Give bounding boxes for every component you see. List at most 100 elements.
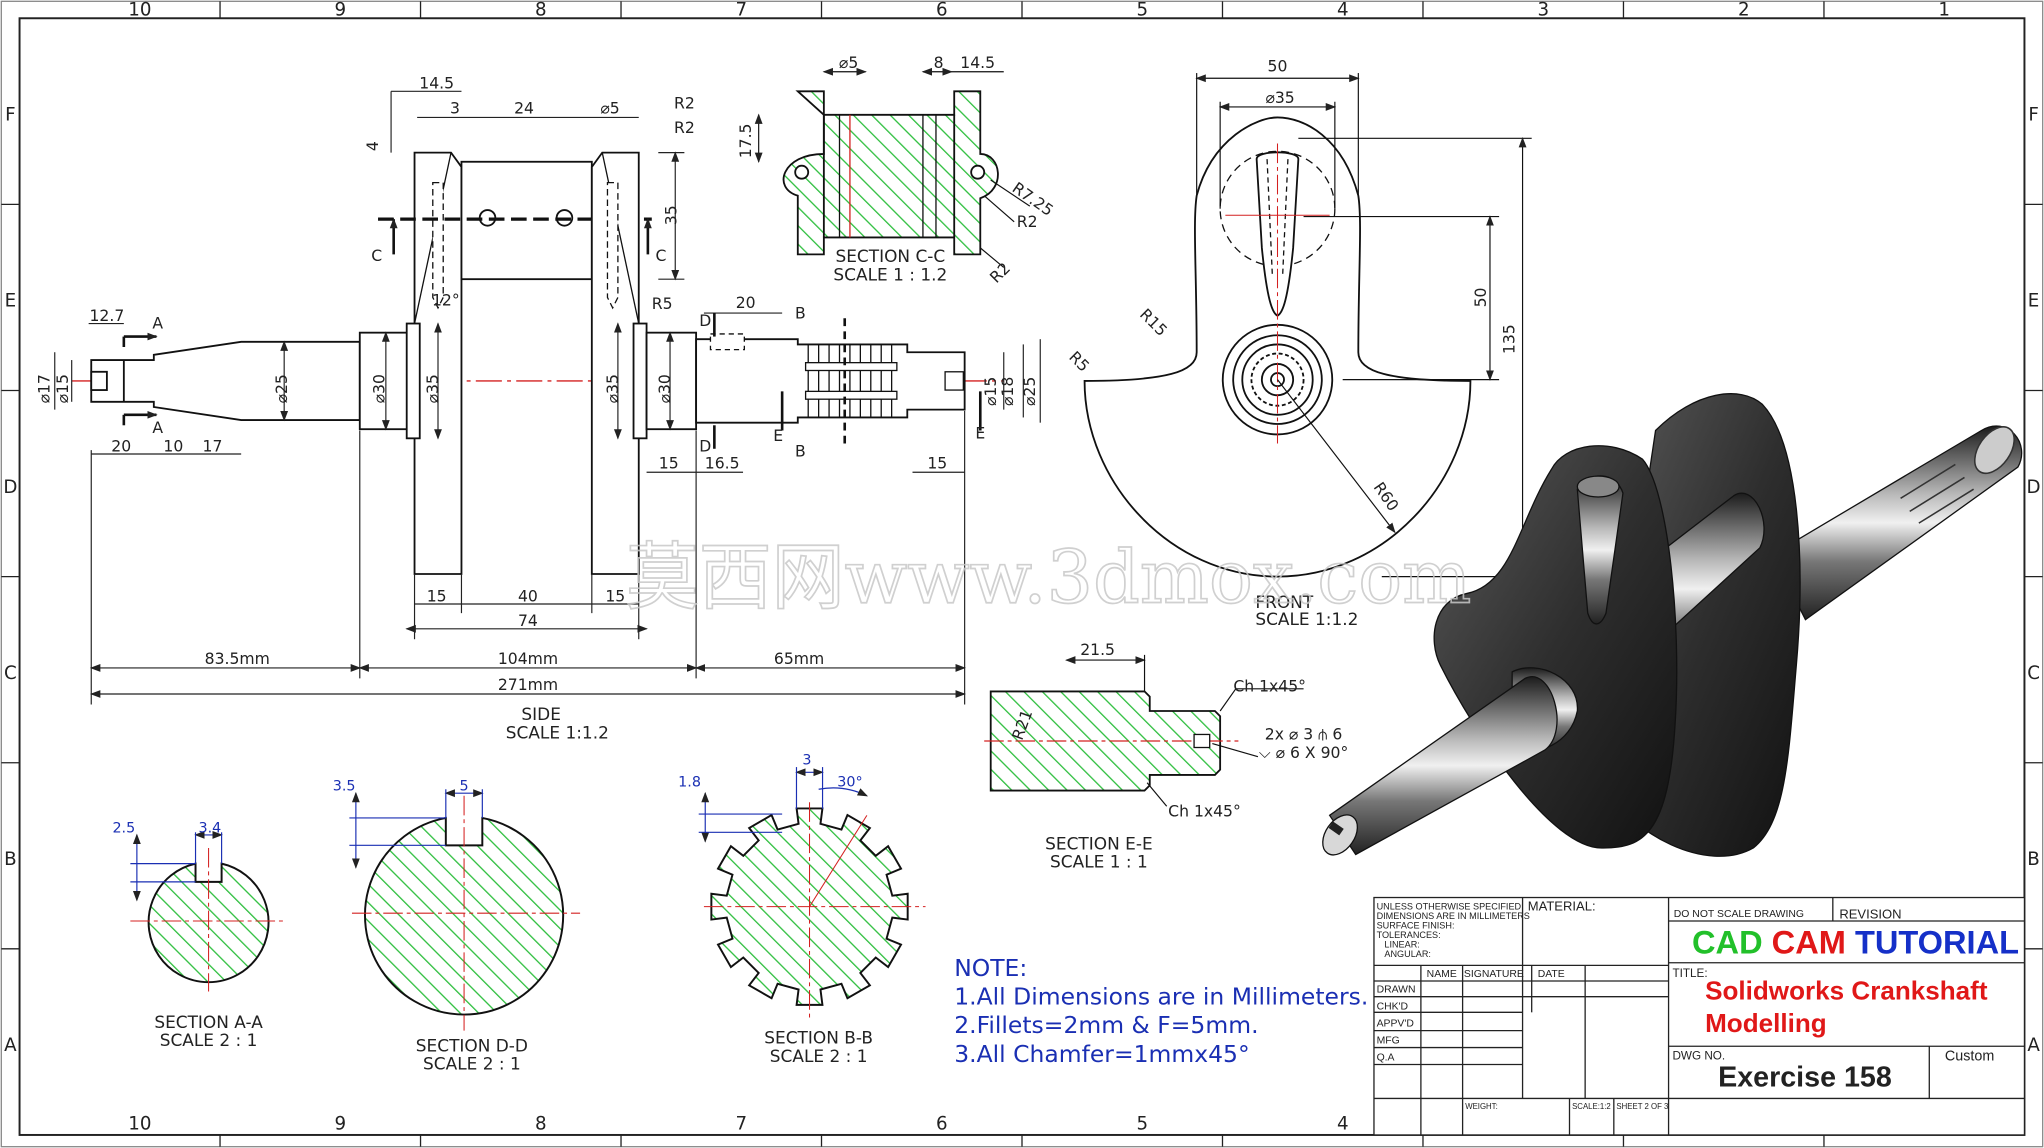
title-block [1373, 896, 2026, 1136]
dimension-label: C [371, 246, 382, 265]
dimension-label: 40 [518, 586, 538, 605]
zone-column-label: 7 [736, 1114, 748, 1135]
zone-column-label: 10 [128, 0, 151, 21]
dimension-label: ⌀25 [1020, 377, 1039, 406]
dimension-label: 12.7 [90, 306, 125, 325]
dimension-label: D [699, 311, 711, 330]
tb-do-not-scale: DO NOT SCALE DRAWING [1674, 909, 1804, 920]
tb-col-label: NAME [1427, 969, 1457, 980]
zone-column-label: 9 [335, 0, 347, 21]
dimension-label: 50 [1471, 287, 1490, 307]
dimension-label: 17.5 [736, 123, 755, 158]
dimension-label: E [773, 426, 783, 445]
zone-column-label: 6 [936, 1114, 948, 1135]
dimension-label: 12° [432, 290, 460, 309]
dimension-label: ⌀25 [272, 374, 291, 403]
crankshaft-3d-render [1322, 393, 2023, 857]
zone-column-label: 1 [1938, 0, 1950, 21]
tb-title-line: Modelling [1705, 1008, 1827, 1038]
dimension-label: 50 [1268, 57, 1288, 76]
dimension-label: 15 [659, 453, 679, 472]
dimension-label: 3.4 [198, 820, 221, 836]
dimension-label: R15 [1136, 305, 1171, 340]
tb-spec-line: ANGULAR: [1384, 949, 1431, 959]
zone-column-label: 8 [535, 0, 547, 21]
dimension-label: ⌀17 [35, 374, 54, 403]
dimension-label: 17 [203, 436, 223, 455]
zone-column-label: 2 [1738, 0, 1750, 21]
tb-brand-word: CAD [1692, 924, 1763, 961]
dimension-label: R2 [674, 93, 695, 112]
notes-title: NOTE: [954, 954, 1027, 982]
section-d-d [349, 789, 581, 1031]
dimension-label: 65mm [774, 649, 824, 668]
view-scale: SCALE 2 : 1 [160, 1030, 258, 1050]
dimension-label: 3.5 [333, 779, 356, 795]
zone-column-label: 10 [128, 1114, 151, 1135]
tb-brand-word: CAM [1763, 924, 1846, 961]
dimension-label: B [795, 303, 806, 322]
dimension-label: ⌀15 [53, 374, 72, 403]
dimension-label: 20 [736, 293, 756, 312]
note-line: 2.Fillets=2mm & F=5mm. [954, 1011, 1258, 1039]
dimension-label: C [655, 246, 666, 265]
dimension-label: ⌀35 [1265, 88, 1294, 107]
view-scale: SCALE 2 : 1 [423, 1054, 521, 1074]
view-title: SECTION C-C [835, 246, 945, 266]
dimension-label: 16.5 [705, 453, 740, 472]
dimension-label: 83.5mm [205, 649, 270, 668]
view-scale: SCALE 2 : 1 [770, 1046, 868, 1066]
tb-dwg-no: Exercise 158 [1718, 1062, 1892, 1094]
dimension-label: Ch 1x45° [1233, 676, 1306, 695]
zone-column-label: 4 [1337, 1114, 1349, 1135]
tb-weight: WEIGHT: [1465, 1102, 1498, 1111]
tb-row-label: CHK'D [1377, 1002, 1409, 1013]
note-line: 3.All Chamfer=1mmx45° [954, 1040, 1249, 1068]
dimension-label: ⌀35 [423, 374, 442, 403]
zone-column-label: 4 [1337, 0, 1349, 21]
tb-title-line: Solidworks Crankshaft [1705, 975, 1988, 1005]
tb-scale: SCALE:1:2 [1572, 1102, 1611, 1111]
section-b-b [698, 767, 926, 1018]
dimension-label: E [975, 423, 985, 442]
dimension-label: 15 [427, 586, 447, 605]
tb-spec-line: TOLERANCES: [1377, 930, 1441, 940]
tb-material-label: MATERIAL: [1528, 899, 1596, 914]
zone-row-label: C [4, 663, 17, 684]
dimension-label: R2 [674, 118, 695, 137]
view-scale: SCALE 1 : 1.2 [833, 264, 947, 284]
notes-block: NOTE: 1.All Dimensions are in Millimeter… [954, 954, 1368, 1068]
zone-row-label: F [2028, 105, 2038, 126]
dimension-label: 2x ⌀ 3 ⫛ 6 [1265, 725, 1343, 744]
tb-dwg-no-label: DWG NO. [1672, 1049, 1725, 1062]
dimension-label: 21.5 [1080, 640, 1115, 659]
dimension-label: ⌀35 [603, 374, 622, 403]
dimension-label: D [699, 436, 711, 455]
tb-spec-line: LINEAR: [1384, 939, 1419, 949]
tb-brand-word: TUTORIAL [1846, 924, 2019, 961]
dimension-label: 3 [802, 752, 811, 768]
zone-column-label: 3 [1537, 0, 1549, 21]
dimension-label: ⌀30 [370, 374, 389, 403]
tb-row-label: MFG [1377, 1036, 1400, 1047]
zone-row-label: A [2027, 1035, 2040, 1056]
view-scale: SCALE 1:1.2 [1255, 609, 1358, 629]
dimension-label: A [152, 418, 163, 437]
dimension-label: ⌀18 [998, 377, 1017, 406]
dimension-label: B [795, 442, 806, 461]
dimension-label: 3 [450, 98, 460, 117]
dimension-label: A [152, 314, 163, 333]
zone-row-label: E [2028, 291, 2040, 312]
dimension-label: 30° [837, 775, 862, 791]
dimension-label: 10 [163, 436, 183, 455]
zone-row-label: B [2027, 849, 2040, 870]
zone-column-label: 5 [1136, 0, 1148, 21]
view-title: FRONT [1255, 592, 1313, 612]
dimension-label: ⌀15 [981, 377, 1000, 406]
zone-row-label: E [5, 291, 17, 312]
dimension-label: 8 [934, 53, 944, 72]
tb-col-label: SIGNATURE [1464, 969, 1524, 980]
dimension-label: ⌀5 [600, 98, 619, 117]
tb-brand: CAD CAM TUTORIAL [1692, 924, 2019, 961]
